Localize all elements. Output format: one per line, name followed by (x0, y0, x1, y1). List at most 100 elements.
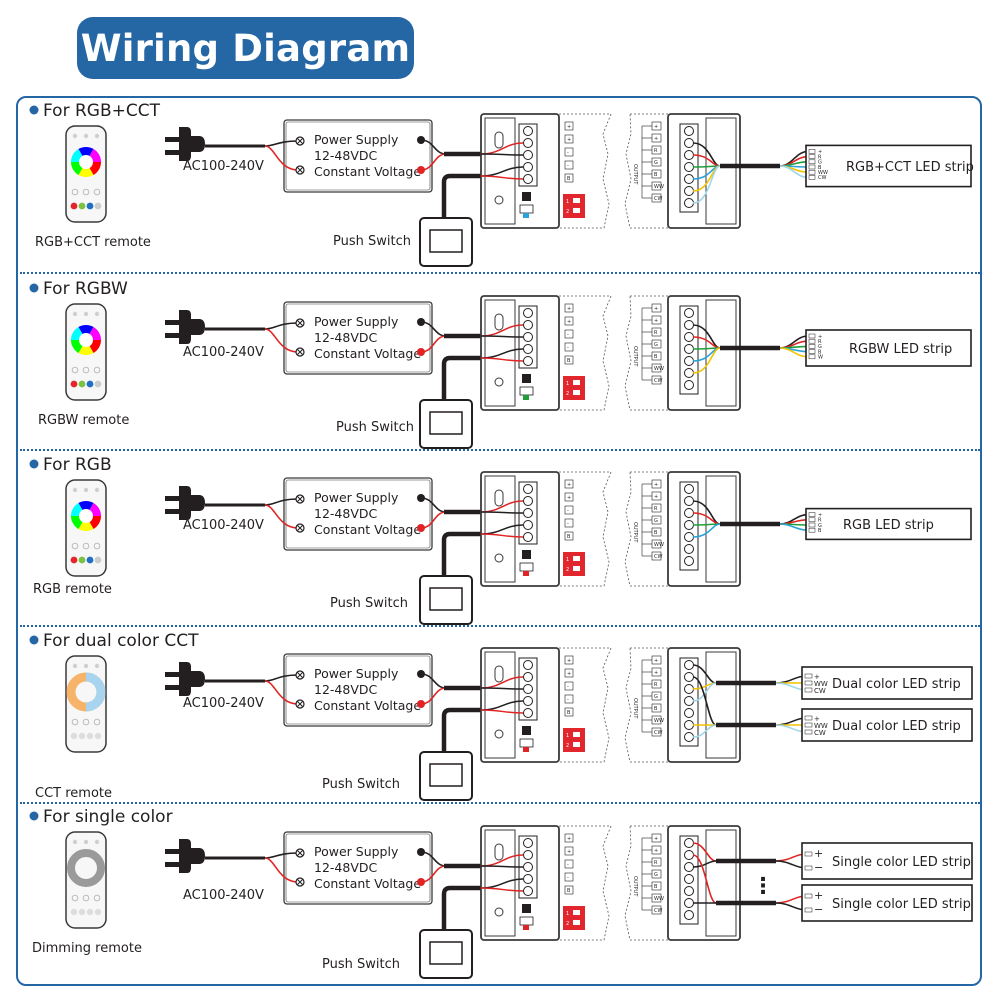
power-supply-text: 12-48VDC (314, 860, 377, 875)
terminal-marker (564, 518, 574, 528)
power-supply-text: Power Supply (314, 666, 399, 681)
terminal-marker (564, 846, 574, 856)
power-supply-inner (285, 479, 431, 549)
terminal-marker-label: + (567, 319, 571, 325)
strip-pin-label: + (814, 673, 820, 681)
output-marker-label: + (654, 482, 658, 488)
controller-housing-right (667, 825, 741, 941)
led-strip-box (805, 144, 972, 188)
terminal-marker (564, 707, 574, 717)
learn-button (522, 374, 531, 383)
section-divider (20, 449, 980, 451)
remote-top-button (83, 839, 89, 845)
strip-pin-label: − (814, 861, 823, 874)
strip-pin-label: B (818, 165, 822, 171)
input-wire (480, 335, 524, 338)
output-terminal (684, 672, 694, 682)
led-strip-label: Dual color LED strip (832, 677, 961, 692)
remote-nav-button (82, 366, 90, 374)
strip-pin-label: G (818, 344, 822, 350)
output-wire (692, 347, 721, 374)
output-marker-label: + (654, 658, 658, 664)
output-marker-label: CW (654, 554, 662, 560)
section-divider (20, 625, 980, 627)
dip-switch-toggle (573, 732, 580, 737)
ac-plug-icon (165, 310, 205, 344)
controller-rail (484, 475, 516, 583)
strip-pad (804, 893, 813, 899)
strip-pin-label: + (818, 149, 822, 155)
output-terminal (684, 520, 694, 530)
output-terminal (684, 198, 694, 208)
terminal-marker (564, 342, 574, 352)
section-divider (20, 802, 980, 804)
push-switch-button (429, 229, 463, 253)
ac-wire-neutral (264, 145, 299, 171)
controller-housing-right (667, 113, 741, 229)
terminal-marker-label: B (567, 534, 571, 540)
status-led (523, 395, 529, 400)
output-terminal (684, 126, 694, 136)
output-wire (692, 854, 717, 904)
dimming-wheel (67, 849, 105, 887)
remote-color-button (78, 556, 86, 564)
strip-pad (808, 354, 816, 360)
remote-label: RGB remote (33, 582, 112, 597)
power-supply-text: Power Supply (314, 844, 399, 859)
remote-top-button (94, 839, 100, 845)
remote-top-button (72, 663, 78, 669)
remote-top-button (83, 487, 89, 493)
push-switch-label: Push Switch (330, 596, 408, 611)
output-marker-label: + (654, 306, 658, 312)
push-switch-button (429, 941, 463, 965)
terminal-marker-label: - (567, 150, 569, 156)
remote-color-button (86, 202, 94, 210)
remote-label: Dimming remote (32, 941, 142, 956)
remote-nav-button (82, 542, 90, 550)
ac-plug-icon (165, 127, 205, 161)
push-switch-label: Push Switch (322, 957, 400, 972)
output-terminal (684, 320, 694, 330)
ac-voltage-label: AC100-240V (183, 345, 264, 360)
power-supply-box (283, 301, 433, 375)
dip-switch-toggle (573, 910, 580, 915)
strip-pad (808, 333, 816, 339)
output-terminal (684, 696, 694, 706)
remote-nav-button (93, 366, 101, 374)
remote-label: CCT remote (35, 786, 112, 801)
terminal-marker-label: B (567, 888, 571, 894)
remote-color-button (78, 202, 86, 210)
input-terminal (523, 484, 533, 494)
push-switch-label: Push Switch (336, 420, 414, 435)
output-marker-label: R (654, 148, 658, 154)
push-switch-label: Push Switch (322, 777, 400, 792)
strip-pin-label: WW (818, 170, 828, 176)
dip-switch-toggle (573, 208, 580, 213)
jumper (519, 738, 534, 748)
output-terminal (684, 344, 694, 354)
strip-pad (808, 149, 816, 154)
power-supply-text: Constant Voltage (314, 522, 421, 537)
output-marker-label: G (654, 872, 658, 878)
color-wheel-segment (78, 516, 94, 531)
strip-pin-label: − (814, 903, 823, 916)
dip-switch-toggle (573, 556, 580, 561)
controller-housing-right (667, 295, 741, 411)
remote-top-button (94, 311, 100, 317)
terminal-marker (564, 147, 574, 157)
input-terminal (523, 672, 533, 682)
controller-rail (484, 117, 516, 225)
jumper (519, 562, 534, 572)
controller-rail (705, 475, 737, 583)
push-switch-button (429, 587, 463, 611)
switch-cable (441, 531, 496, 576)
power-supply-inner (285, 121, 431, 191)
ac-wire-neutral (264, 504, 299, 529)
remote-button (94, 732, 102, 740)
ac-voltage-label: AC100-240V (183, 696, 264, 711)
controller-housing-right (667, 471, 741, 587)
terminal-marker-label: - (567, 862, 569, 868)
controller-rail (484, 299, 516, 407)
